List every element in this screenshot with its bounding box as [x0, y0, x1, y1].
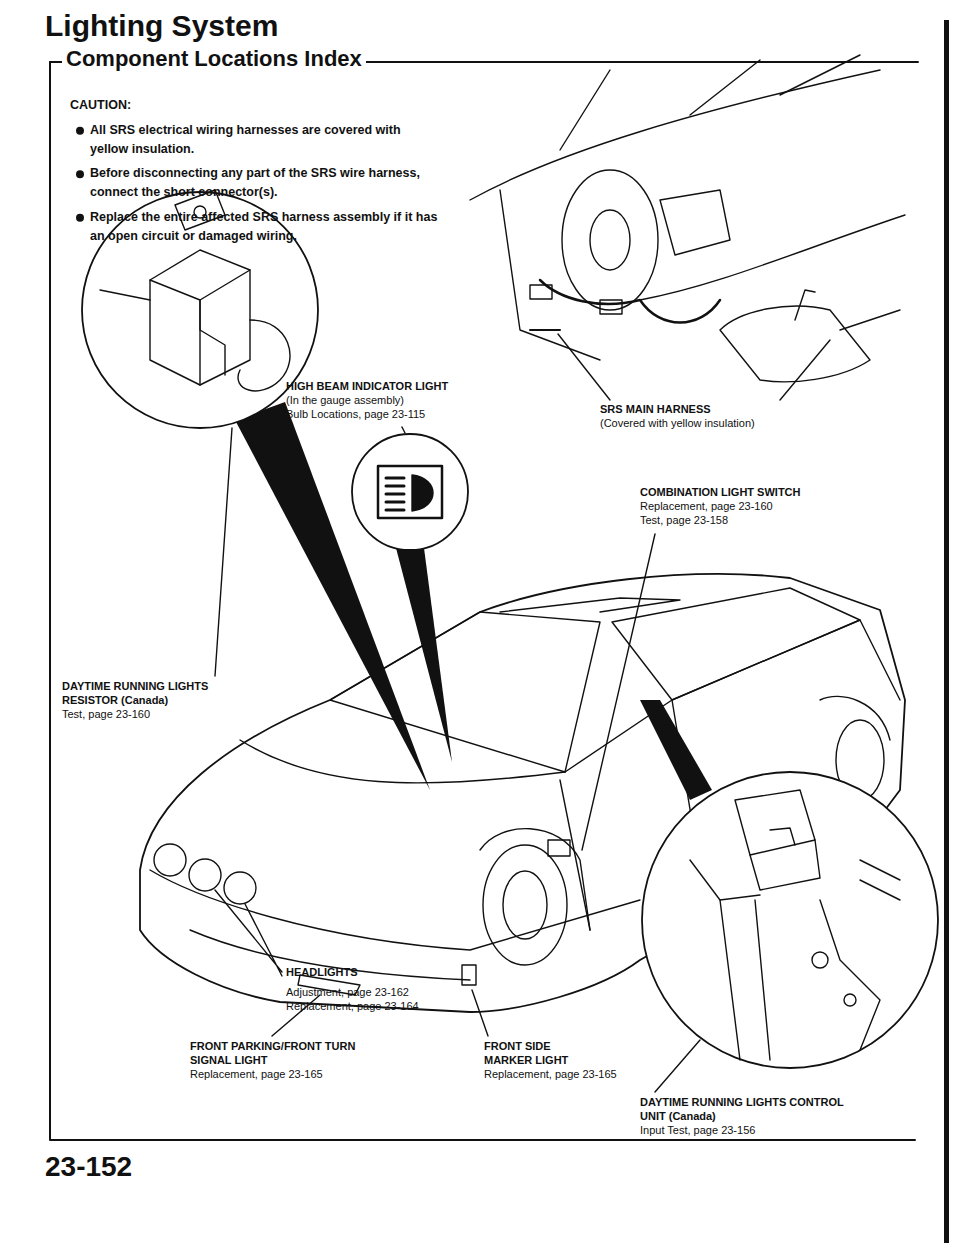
caution-item: Before disconnecting any part of the SRS…	[90, 164, 440, 202]
dashboard-sketch	[470, 55, 905, 400]
leader-line	[215, 890, 282, 976]
page-reference: Replacement, page 23-160	[640, 500, 773, 514]
leader-line	[655, 1040, 700, 1092]
part-name: DAYTIME RUNNING LIGHTS RESISTOR (Canada)	[62, 680, 242, 708]
part-name: FRONT PARKING/FRONT TURN SIGNAL LIGHT	[190, 1040, 390, 1068]
page-reference: Replacement, page 23-165	[484, 1068, 617, 1082]
control-unit-inset	[642, 772, 938, 1068]
pointer-wedge	[396, 548, 452, 762]
caution-item: All SRS electrical wiring harnesses are …	[90, 121, 440, 159]
part-name: DAYTIME RUNNING LIGHTS CONTROL UNIT (Can…	[640, 1096, 870, 1124]
bullet-dot	[76, 214, 84, 222]
leader-line	[472, 990, 488, 1036]
page-reference: Test, page 23-158	[640, 514, 728, 528]
page-title: Lighting System	[45, 8, 278, 44]
section-title: Component Locations Index	[62, 46, 366, 72]
part-note: (Covered with yellow insulation)	[600, 417, 755, 431]
leader-line	[215, 428, 232, 676]
page-reference: Adjustment, page 23-162	[286, 986, 409, 1000]
leader-lines	[215, 334, 700, 1092]
bullet-group	[76, 127, 84, 222]
pointer-wedge	[640, 700, 712, 800]
bullet-dot	[76, 127, 84, 135]
caution-item: Replace the entire affected SRS harness …	[90, 208, 440, 246]
indicator-inset	[352, 434, 468, 550]
part-note: (In the gauge assembly)	[286, 394, 404, 408]
page-reference: Test, page 23-160	[62, 708, 150, 722]
part-name: FRONT SIDE MARKER LIGHT	[484, 1040, 594, 1068]
part-name: SRS MAIN HARNESS	[600, 403, 711, 417]
leader-line	[558, 334, 610, 400]
page-reference: Replacement, page 23-165	[190, 1068, 323, 1082]
page-reference: Input Test, page 23-156	[640, 1124, 755, 1138]
page-reference: Bulb Locations, page 23-115	[286, 408, 425, 422]
page-number: 23-152	[45, 1150, 132, 1184]
scan-edge	[944, 20, 949, 1243]
resistor-inset	[82, 190, 318, 428]
part-name: COMBINATION LIGHT SWITCH	[640, 486, 801, 500]
caution-heading: CAUTION:	[70, 96, 131, 115]
leader-line	[582, 534, 655, 850]
part-name: HEADLIGHTS	[286, 966, 358, 980]
page-reference: Replacement, page 23-164	[286, 1000, 419, 1014]
bullet-dot	[76, 170, 84, 178]
leader-line	[402, 427, 405, 433]
part-name: HIGH BEAM INDICATOR LIGHT	[286, 380, 448, 394]
